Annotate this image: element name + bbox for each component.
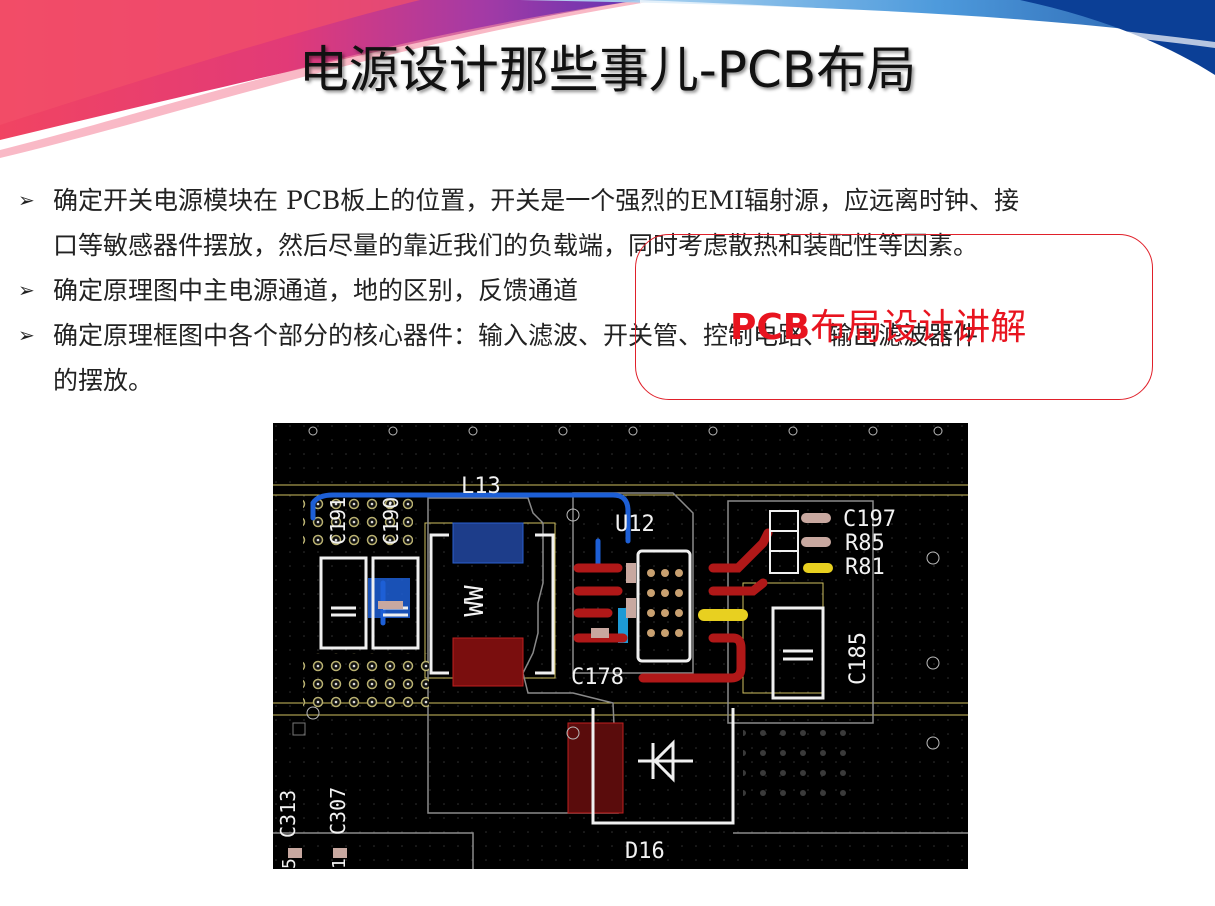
designator-c178: C178	[571, 665, 624, 690]
designator-c313: C313	[276, 790, 300, 838]
designator-r81: R81	[845, 555, 885, 580]
bullet-text-line: 的摆放。	[53, 366, 154, 395]
designator-r85: R85	[845, 531, 885, 556]
designator-c197: C197	[843, 507, 896, 532]
designator-l13: L13	[461, 474, 501, 499]
designator-c190: C190	[379, 497, 403, 545]
bullet-item: ➢ 确定原理图中主电源通道，地的区别，反馈通道	[18, 268, 1203, 313]
designator-u12: U12	[615, 512, 655, 537]
bullet-list: ➢ 确定开关电源模块在 PCB板上的位置，开关是一个强烈的EMI辐射源，应远离时…	[18, 178, 1203, 403]
bullet-text-line: 口等敏感器件摆放，然后尽量的靠近我们的负载端，同时考虑散热和装配性等因素。	[53, 231, 979, 260]
bullet-text-line: 确定原理框图中各个部分的核心器件：输入滤波、开关管、控制电路、输出滤波器件	[53, 321, 979, 350]
callout-label-bold: PCB	[730, 307, 811, 348]
callout-outline	[635, 234, 1153, 400]
bullet-item: ➢ 确定开关电源模块在 PCB板上的位置，开关是一个强烈的EMI辐射源，应远离时…	[18, 178, 1203, 268]
callout-label: PCB布局设计讲解	[730, 298, 1026, 350]
inductor-mark: WW	[460, 585, 490, 617]
arrow-bullet-icon: ➢	[18, 278, 35, 302]
bullet-text-line: 确定原理图中主电源通道，地的区别，反馈通道	[53, 276, 579, 305]
header-swoosh-decoration	[0, 0, 1215, 158]
designator-c191: C191	[326, 497, 350, 545]
pin-label-1: 1	[329, 858, 350, 869]
designator-d16: D16	[625, 839, 665, 864]
designator-c185: C185	[846, 632, 871, 685]
callout-label-rest: 布局设计讲解	[810, 307, 1027, 348]
designator-c307: C307	[326, 787, 350, 835]
arrow-bullet-icon: ➢	[18, 323, 35, 347]
pcb-layout-image: WW	[273, 423, 968, 869]
bullet-text-line: 确定开关电源模块在 PCB板上的位置，开关是一个强烈的EMI辐射源，应远离时钟、…	[53, 186, 1019, 215]
arrow-bullet-icon: ➢	[18, 188, 35, 212]
pin-label-5: 5	[279, 858, 300, 869]
slide-title: 电源设计那些事儿-PCB布局	[298, 41, 917, 99]
pcb-layout-drawing: WW	[273, 423, 968, 869]
bullet-item: ➢ 确定原理框图中各个部分的核心器件：输入滤波、开关管、控制电路、输出滤波器件 …	[18, 313, 1203, 403]
